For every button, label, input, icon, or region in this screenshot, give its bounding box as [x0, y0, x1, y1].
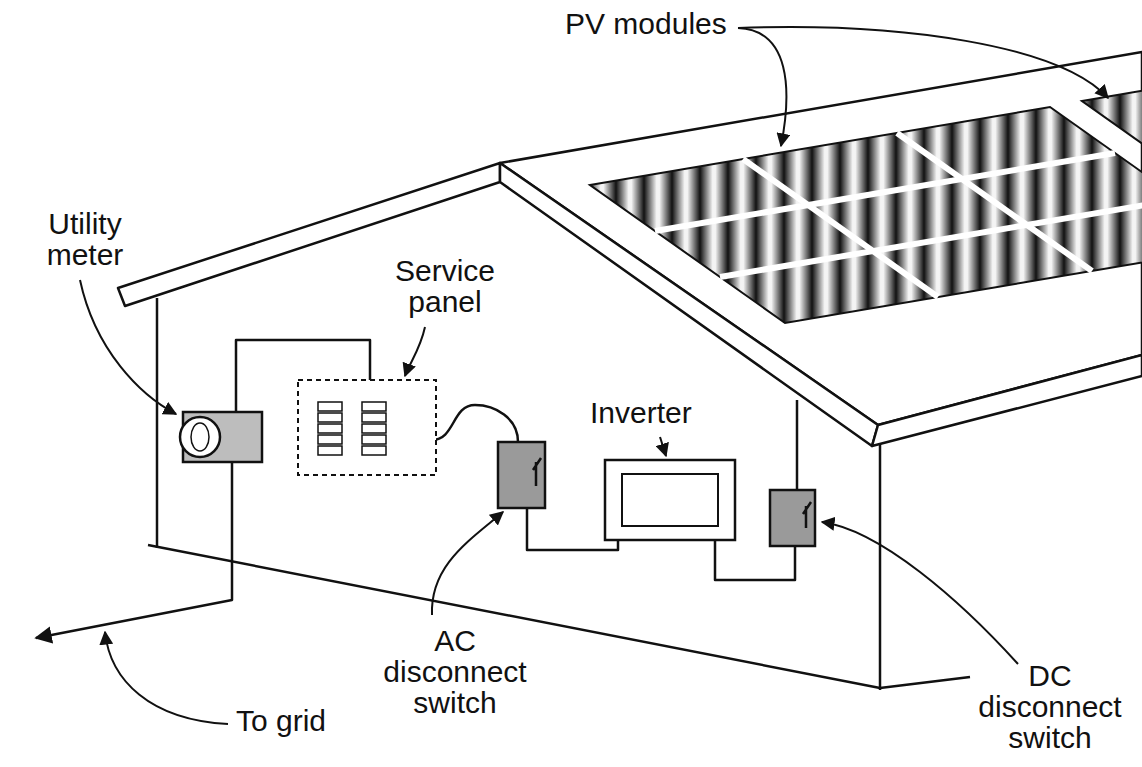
part-label: Service panel [375, 255, 515, 317]
breaker [318, 413, 342, 422]
switch-box [770, 490, 815, 546]
meter-dial [191, 423, 209, 451]
breaker [362, 413, 386, 422]
pv-frame [897, 133, 1092, 271]
part-label: DC disconnect switch [965, 660, 1135, 753]
leader-line [405, 327, 425, 376]
meter-glass [180, 417, 220, 457]
pv-module [1082, 47, 1142, 239]
inverter-box [605, 460, 735, 540]
utility-meter [180, 412, 262, 462]
breaker [362, 435, 386, 444]
breaker [318, 446, 342, 455]
leader-lines [80, 27, 1108, 724]
breaker [362, 402, 386, 411]
wall-edge [156, 298, 159, 548]
breaker [318, 424, 342, 433]
pv-module [590, 107, 1142, 323]
breaker [318, 435, 342, 444]
part-label: Inverter [590, 397, 692, 428]
leader-line [432, 512, 503, 615]
inverter-display [622, 474, 718, 526]
wire [432, 405, 518, 442]
breaker [318, 402, 342, 411]
part-label: PV modules [565, 8, 727, 39]
switch-box [498, 442, 545, 508]
breakers [318, 402, 386, 455]
pv-frame [720, 199, 1142, 277]
leader-line [738, 28, 786, 146]
wall-corner [879, 442, 882, 690]
part-label: Utility meter [20, 208, 150, 270]
breaker [362, 424, 386, 433]
part-label: To grid [236, 705, 326, 736]
panel-box [298, 380, 436, 475]
leader-line [105, 632, 228, 724]
breaker [362, 446, 386, 455]
leader-line [738, 27, 1108, 98]
leader-line [80, 280, 176, 414]
switch-lever [533, 458, 541, 486]
switch-lever [803, 502, 811, 528]
service-panel [298, 380, 436, 475]
inverter [605, 460, 735, 540]
wall-base [880, 677, 970, 688]
roof-eave [872, 355, 1142, 446]
pv-frame [655, 133, 1142, 297]
pv-frame [743, 159, 938, 297]
grid-wire [36, 462, 232, 638]
part-label: AC disconnect switch [370, 625, 540, 718]
pv-array [590, 47, 1142, 323]
dc-disconnect [770, 490, 815, 546]
wire [796, 400, 799, 490]
leader-line [660, 437, 666, 456]
ac-disconnect [498, 442, 545, 508]
wiring [36, 340, 797, 638]
leader-line [822, 522, 1018, 664]
